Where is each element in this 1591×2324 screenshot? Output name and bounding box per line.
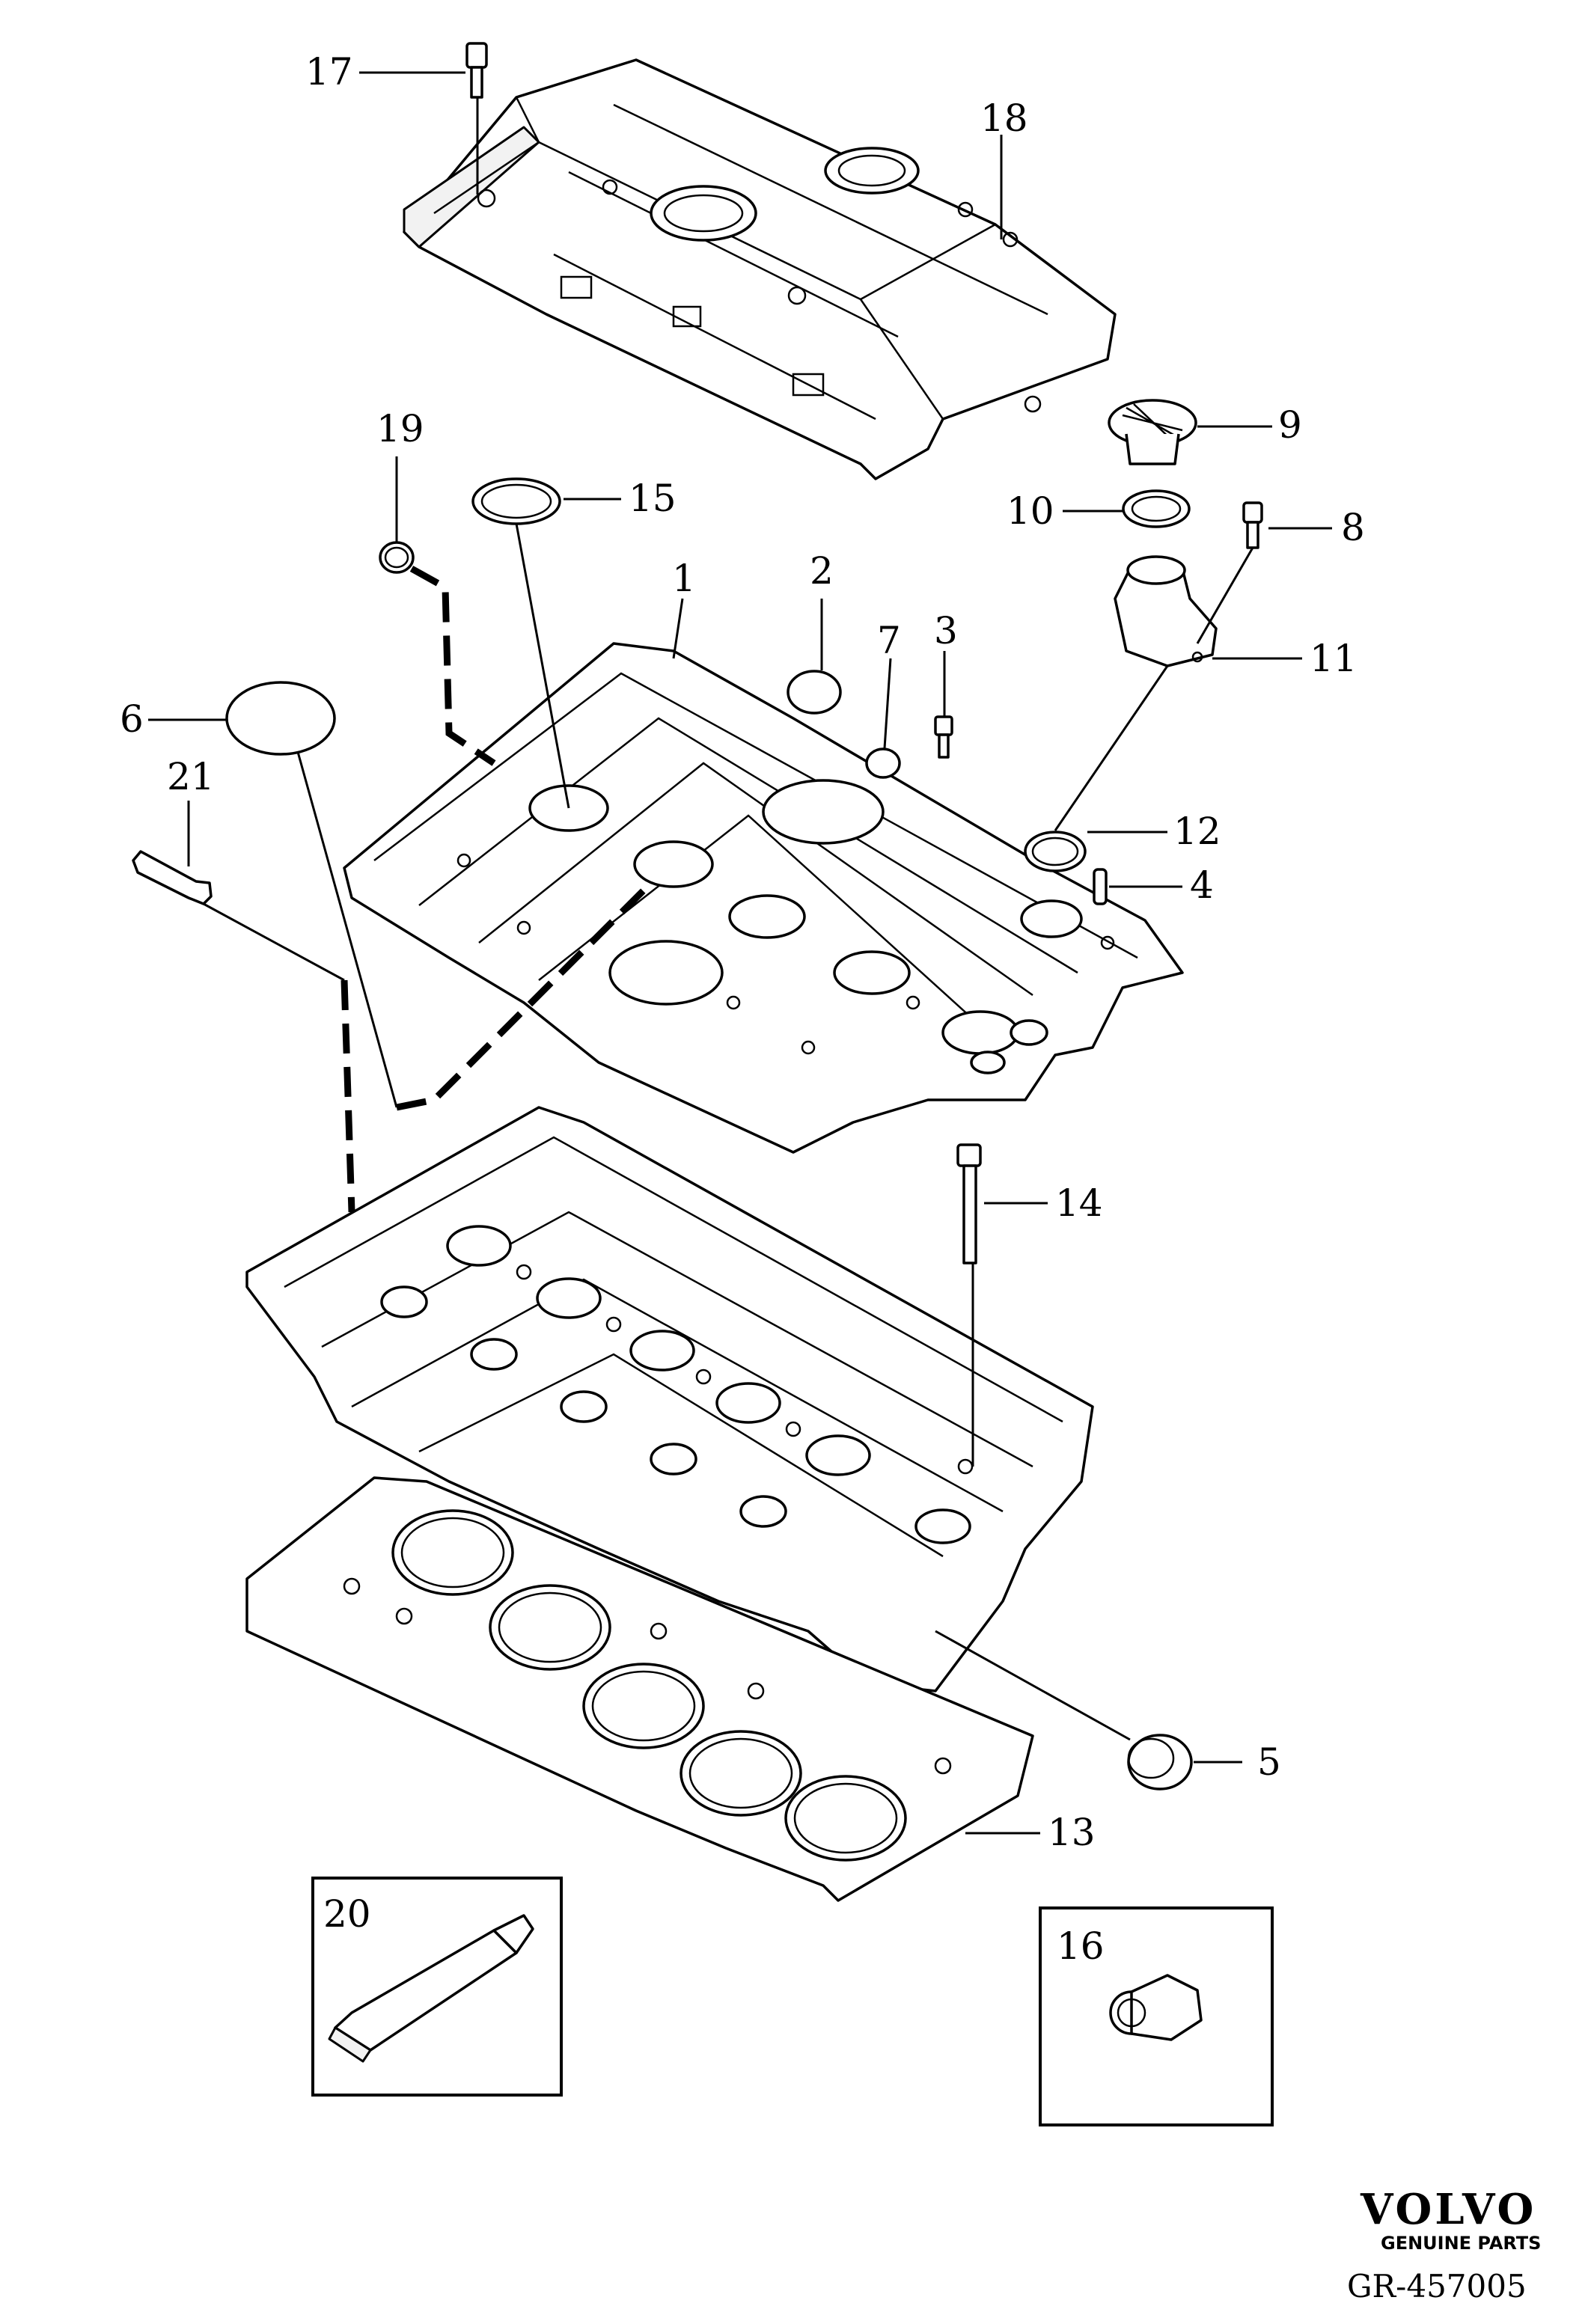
figure-code: GR-457005 (1347, 2268, 1527, 2305)
callout-6: 6 (120, 697, 144, 741)
valve-cover (403, 58, 1117, 480)
stud-21 (132, 850, 213, 905)
callout-17: 17 (305, 50, 353, 94)
head-gasket-13 (245, 1476, 1034, 1902)
part-20-box (311, 1877, 563, 2097)
callout-9: 9 (1278, 403, 1302, 447)
seal-ring-12 (1024, 831, 1087, 872)
callout-12: 12 (1173, 810, 1221, 853)
callout-20: 20 (323, 1892, 371, 1936)
filler-seal-ring (1122, 489, 1191, 528)
callout-14: 14 (1055, 1181, 1103, 1225)
cover-plate-6 (225, 681, 336, 756)
genuine-parts-text: GENUINE PARTS (1381, 2233, 1541, 2254)
brand-block: VOLVO GENUINE PARTS GR-457005 (1347, 2185, 1541, 2305)
camshaft-carrier (343, 642, 1184, 1154)
bolt-3 (934, 715, 953, 759)
sealant-tube-20 (328, 1914, 534, 2063)
cover-bolt (465, 42, 488, 99)
volvo-logo: VOLVO (1360, 2185, 1536, 2234)
plug-7 (865, 747, 901, 779)
callout-10: 10 (1007, 489, 1054, 533)
callout-18: 18 (980, 97, 1028, 140)
expansion-plug-5 (1127, 1734, 1193, 1791)
callout-2: 2 (810, 549, 834, 593)
dowel-pin-4 (1093, 868, 1108, 905)
plug-2 (787, 670, 842, 715)
head-bolt-14 (956, 1143, 982, 1265)
leader-lines (148, 71, 1332, 1835)
oil-filler-cap (1108, 399, 1197, 465)
callout-4: 4 (1190, 863, 1214, 907)
drain-plug-16 (1109, 1974, 1203, 2041)
callout-21: 21 (167, 755, 215, 798)
oil-filler-neck (1114, 555, 1218, 667)
callout-labels: 17 18 9 10 8 11 12 4 3 7 2 1 15 19 6 21 … (120, 50, 1365, 1968)
callout-16: 16 (1057, 1924, 1105, 1968)
callout-11: 11 (1310, 637, 1358, 680)
part-16-box (1039, 1906, 1274, 2126)
callout-5: 5 (1257, 1740, 1281, 1784)
assembly-dashes (341, 566, 647, 1213)
callout-19: 19 (376, 407, 424, 450)
callout-15: 15 (629, 477, 677, 520)
callout-1: 1 (672, 557, 696, 600)
callout-8: 8 (1341, 506, 1365, 549)
seal-ring-19 (379, 541, 415, 574)
seal-ring-15 (471, 477, 561, 525)
callout-7: 7 (877, 619, 901, 662)
callout-13: 13 (1048, 1811, 1096, 1854)
callout-3: 3 (934, 609, 958, 652)
filler-bolt (1242, 501, 1263, 549)
